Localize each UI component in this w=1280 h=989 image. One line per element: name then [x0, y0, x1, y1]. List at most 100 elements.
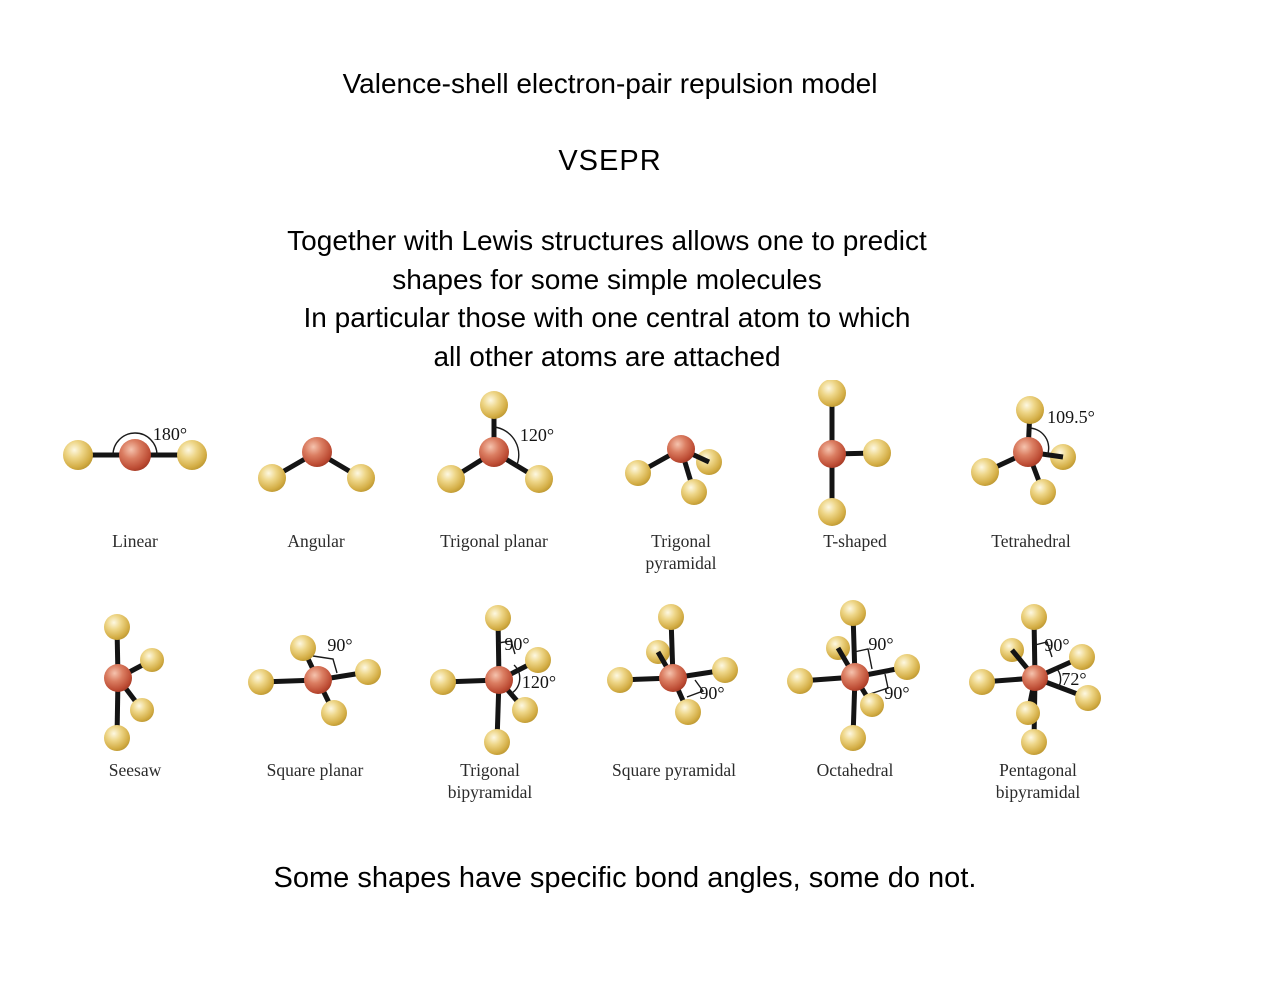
angle-label: 72° — [1061, 669, 1086, 689]
angle-mark — [511, 664, 521, 694]
seesaw-diagram — [104, 614, 164, 751]
angle-mark — [1027, 427, 1050, 457]
outer-atom — [355, 659, 381, 685]
outer-atom — [290, 635, 316, 661]
central-atom — [841, 663, 869, 691]
central-atom — [104, 664, 132, 692]
outer-atom — [1030, 479, 1056, 505]
central-atom — [818, 440, 846, 468]
outer-atom — [1069, 644, 1095, 670]
outer-atom — [525, 647, 551, 673]
angle-mark — [853, 648, 873, 670]
t-shaped-label: T-shaped — [823, 531, 887, 551]
linear-diagram: 180° — [63, 424, 207, 471]
angle-label: 180° — [153, 424, 187, 444]
angle-mark — [112, 432, 158, 456]
outer-atom — [1016, 701, 1040, 725]
angle-label: 90° — [504, 634, 529, 654]
angle-label: 90° — [699, 683, 724, 703]
outer-atom — [1021, 604, 1047, 630]
central-atom — [119, 439, 151, 471]
molecule-t-shaped: T-shaped — [760, 380, 950, 552]
intro-line: In particular those with one central ato… — [303, 302, 911, 333]
intro-line: shapes for some simple molecules — [392, 263, 822, 295]
outer-atom — [104, 614, 130, 640]
angle-mark — [312, 655, 338, 674]
molecule-trigonal-planar: 120° Trigonal planar — [399, 380, 589, 552]
intro-line: all other atoms are attached — [433, 340, 781, 372]
outer-atom — [1016, 396, 1044, 424]
t-shaped-diagram — [818, 380, 891, 526]
square-planar-diagram: 90° — [248, 635, 381, 726]
outer-atom — [971, 458, 999, 486]
outer-atom — [712, 657, 738, 683]
linear-label: Linear — [112, 531, 158, 551]
tetrahedral-label: Tetrahedral — [991, 531, 1071, 551]
octahedral-label: Octahedral — [816, 760, 894, 780]
outer-atom — [1021, 729, 1047, 755]
outer-atom — [675, 699, 701, 725]
central-atom — [659, 664, 687, 692]
outer-atom — [607, 667, 633, 693]
outer-atom — [658, 604, 684, 630]
outer-atom — [818, 380, 846, 407]
angle-mark — [1054, 666, 1062, 689]
outer-atom — [321, 700, 347, 726]
molecule-square-planar: 90° Square planar — [220, 595, 410, 781]
outer-atom — [840, 600, 866, 626]
outer-atom — [347, 464, 375, 492]
page-title: Valence-shell electron-pair repulsion mo… — [342, 68, 878, 99]
outer-atom — [840, 725, 866, 751]
angular-label: Angular — [287, 531, 345, 551]
square-pyramidal-label: Square pyramidal — [612, 760, 736, 780]
angle-label: 90° — [868, 634, 893, 654]
outer-atom — [681, 479, 707, 505]
trigonal-planar-label: Trigonal planar — [440, 531, 548, 551]
outer-atom — [863, 439, 891, 467]
molecule-octahedral: 90°90° Octahedral — [760, 595, 950, 781]
central-atom — [667, 435, 695, 463]
central-atom — [479, 437, 509, 467]
molecule-seesaw: Seesaw — [40, 595, 230, 781]
angle-mark — [1034, 641, 1053, 658]
outer-atom — [485, 605, 511, 631]
seesaw-label: Seesaw — [108, 760, 162, 780]
angle-label: 120° — [522, 672, 556, 692]
outer-atom — [787, 668, 813, 694]
outer-atom — [1075, 685, 1101, 711]
molecule-angular: Angular — [221, 380, 411, 552]
square-pyramidal-diagram: 90° — [607, 604, 738, 725]
intro-text: Together with Lewis structures allows on… — [0, 222, 1214, 376]
footer-note: Some shapes have specific bond angles, s… — [273, 862, 977, 894]
octahedral-diagram: 90°90° — [787, 600, 920, 751]
outer-atom — [104, 725, 130, 751]
outer-atom — [894, 654, 920, 680]
intro-line: Together with Lewis structures allows on… — [287, 225, 927, 256]
outer-atom — [248, 669, 274, 695]
outer-atom — [818, 498, 846, 526]
outer-atom — [484, 729, 510, 755]
trigonal-planar-diagram: 120° — [437, 391, 554, 493]
central-atom — [302, 437, 332, 467]
central-atom — [304, 666, 332, 694]
outer-atom — [63, 440, 93, 470]
central-atom — [1022, 665, 1048, 691]
angle-label: 90° — [327, 635, 352, 655]
angle-label: 109.5° — [1047, 407, 1095, 427]
outer-atom — [480, 391, 508, 419]
molecule-tetrahedral: 109.5° Tetrahedral — [936, 380, 1126, 552]
outer-atom — [860, 693, 884, 717]
outer-atom — [430, 669, 456, 695]
angle-label: 120° — [520, 425, 554, 445]
square-planar-label: Square planar — [266, 760, 364, 780]
outer-atom — [512, 697, 538, 723]
outer-atom — [625, 460, 651, 486]
molecule-square-pyramidal: 90° Square pyramidal — [579, 595, 769, 781]
angle-mark — [869, 673, 889, 695]
outer-atom — [525, 465, 553, 493]
